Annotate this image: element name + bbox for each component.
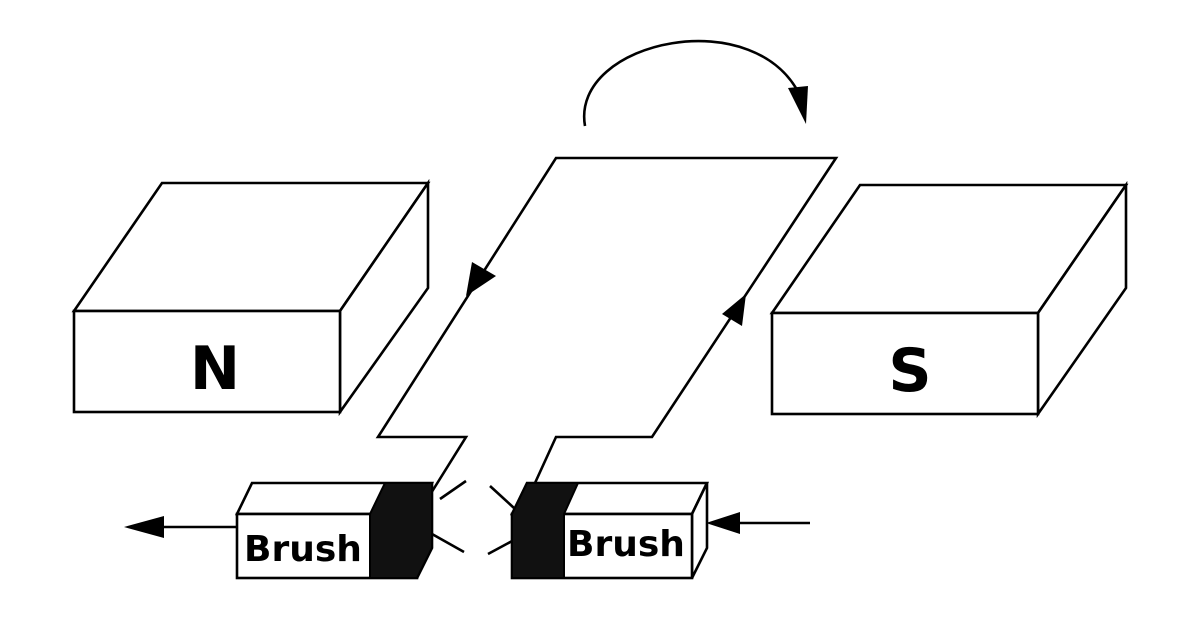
right-brush-label: Brush (567, 524, 685, 565)
current-arrow-up (722, 294, 746, 326)
right-brush: Brush (509, 481, 710, 580)
south-magnet-front-face (770, 311, 1040, 416)
north-magnet: N (71, 178, 431, 417)
south-pole-label: S (888, 336, 931, 406)
commutator-contact-lines (431, 479, 515, 556)
north-magnet-front-face (72, 309, 342, 414)
left-brush-label: Brush (244, 529, 362, 570)
north-pole-label: N (190, 334, 240, 404)
left-brush: Brush (234, 481, 435, 580)
south-magnet: S (769, 180, 1129, 419)
left-brush-contact (369, 482, 433, 579)
current-arrow-down (466, 262, 496, 296)
armature-coil (375, 156, 839, 499)
left-current-arrow (124, 516, 237, 538)
right-current-arrow (706, 512, 810, 534)
right-brush-contact (511, 482, 580, 579)
rotation-arrow (582, 39, 808, 127)
